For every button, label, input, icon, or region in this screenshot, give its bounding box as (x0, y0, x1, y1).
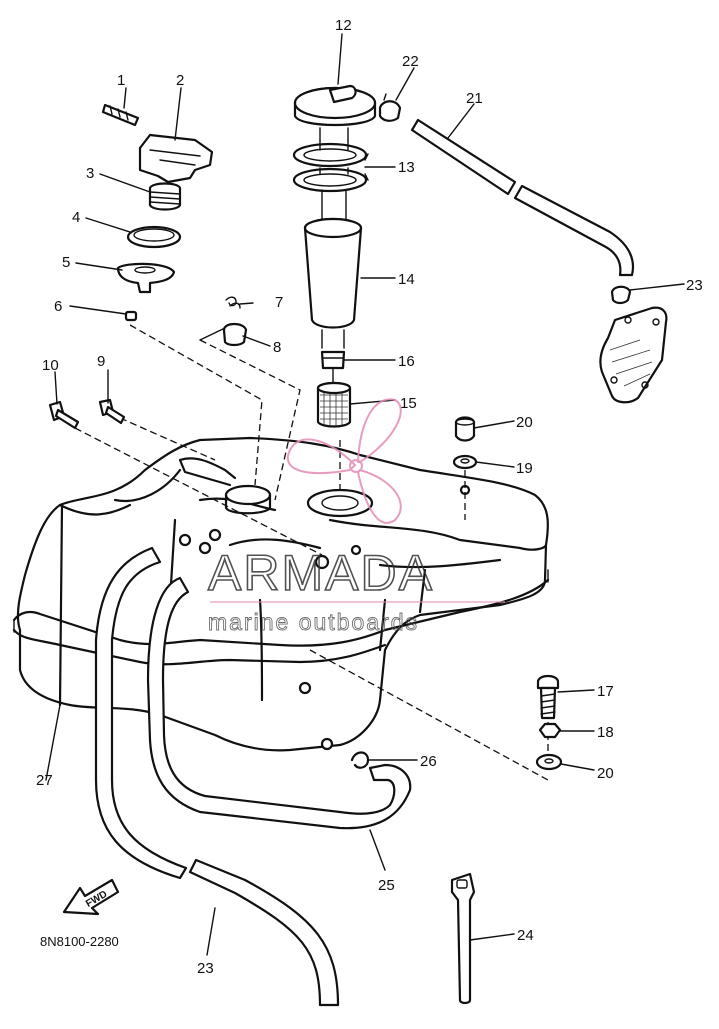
callout-8: 8 (273, 339, 281, 356)
callout-6: 6 (54, 298, 62, 315)
hose-26 (146, 576, 412, 830)
vent-hose-assembly (378, 93, 668, 404)
propeller-logo (287, 398, 402, 524)
fwd-label: FWD (84, 889, 109, 910)
callout-13: 12 (335, 17, 352, 34)
diagram-code: 8N8100-2280 (40, 934, 119, 949)
callout-20-lower: 20 (597, 765, 614, 782)
callout-18: 17 (597, 683, 614, 700)
callout-numbers: 1 2 3 4 5 6 7 8 9 10 12 13 14 15 16 17 1… (36, 17, 703, 977)
watermark-brand: ARMADA (208, 545, 434, 601)
callout-25: 24 (517, 927, 534, 944)
clip-27 (350, 751, 370, 769)
callout-16: 15 (400, 395, 417, 412)
strap-25 (450, 872, 476, 1005)
callout-9: 7 (275, 294, 283, 311)
callout-21: 20 (516, 414, 533, 431)
callout-leaders (45, 33, 685, 956)
bolts-10-12 (48, 398, 126, 430)
fuel-cap-assembly (101, 103, 214, 322)
callout-7: 1 (117, 72, 125, 89)
callout-27: 26 (420, 753, 437, 770)
callout-20-upper: 19 (516, 460, 533, 477)
fuel-sender-assembly (292, 84, 377, 428)
callout-26: 25 (378, 877, 395, 894)
callout-2: 2 (176, 72, 184, 89)
callout-22: 21 (466, 90, 483, 107)
callout-12: 10 (42, 357, 59, 374)
callout-19: 18 (597, 724, 614, 741)
callout-17: 16 (398, 353, 415, 370)
callout-24: 23 (197, 960, 214, 977)
callout-5: 3 (86, 165, 94, 182)
callout-4: 5 (62, 254, 70, 271)
callout-3: 4 (72, 209, 80, 226)
hose-24 (94, 546, 340, 1007)
callout-14: 13 (398, 159, 415, 176)
fwd-arrow: FWD (62, 878, 120, 916)
assembly-lines (74, 324, 549, 781)
callout-23-right: 23 (686, 277, 703, 294)
callout-1: 27 (36, 772, 53, 789)
callout-15: 14 (398, 271, 415, 288)
callout-10: 9 (97, 353, 105, 370)
fasteners (452, 416, 563, 771)
callout-23-top: 22 (402, 53, 419, 70)
watermark-tagline: marine outboards (208, 609, 419, 635)
watermark: ARMADA marine outboards (207, 398, 505, 635)
grommet-assembly (199, 296, 248, 347)
